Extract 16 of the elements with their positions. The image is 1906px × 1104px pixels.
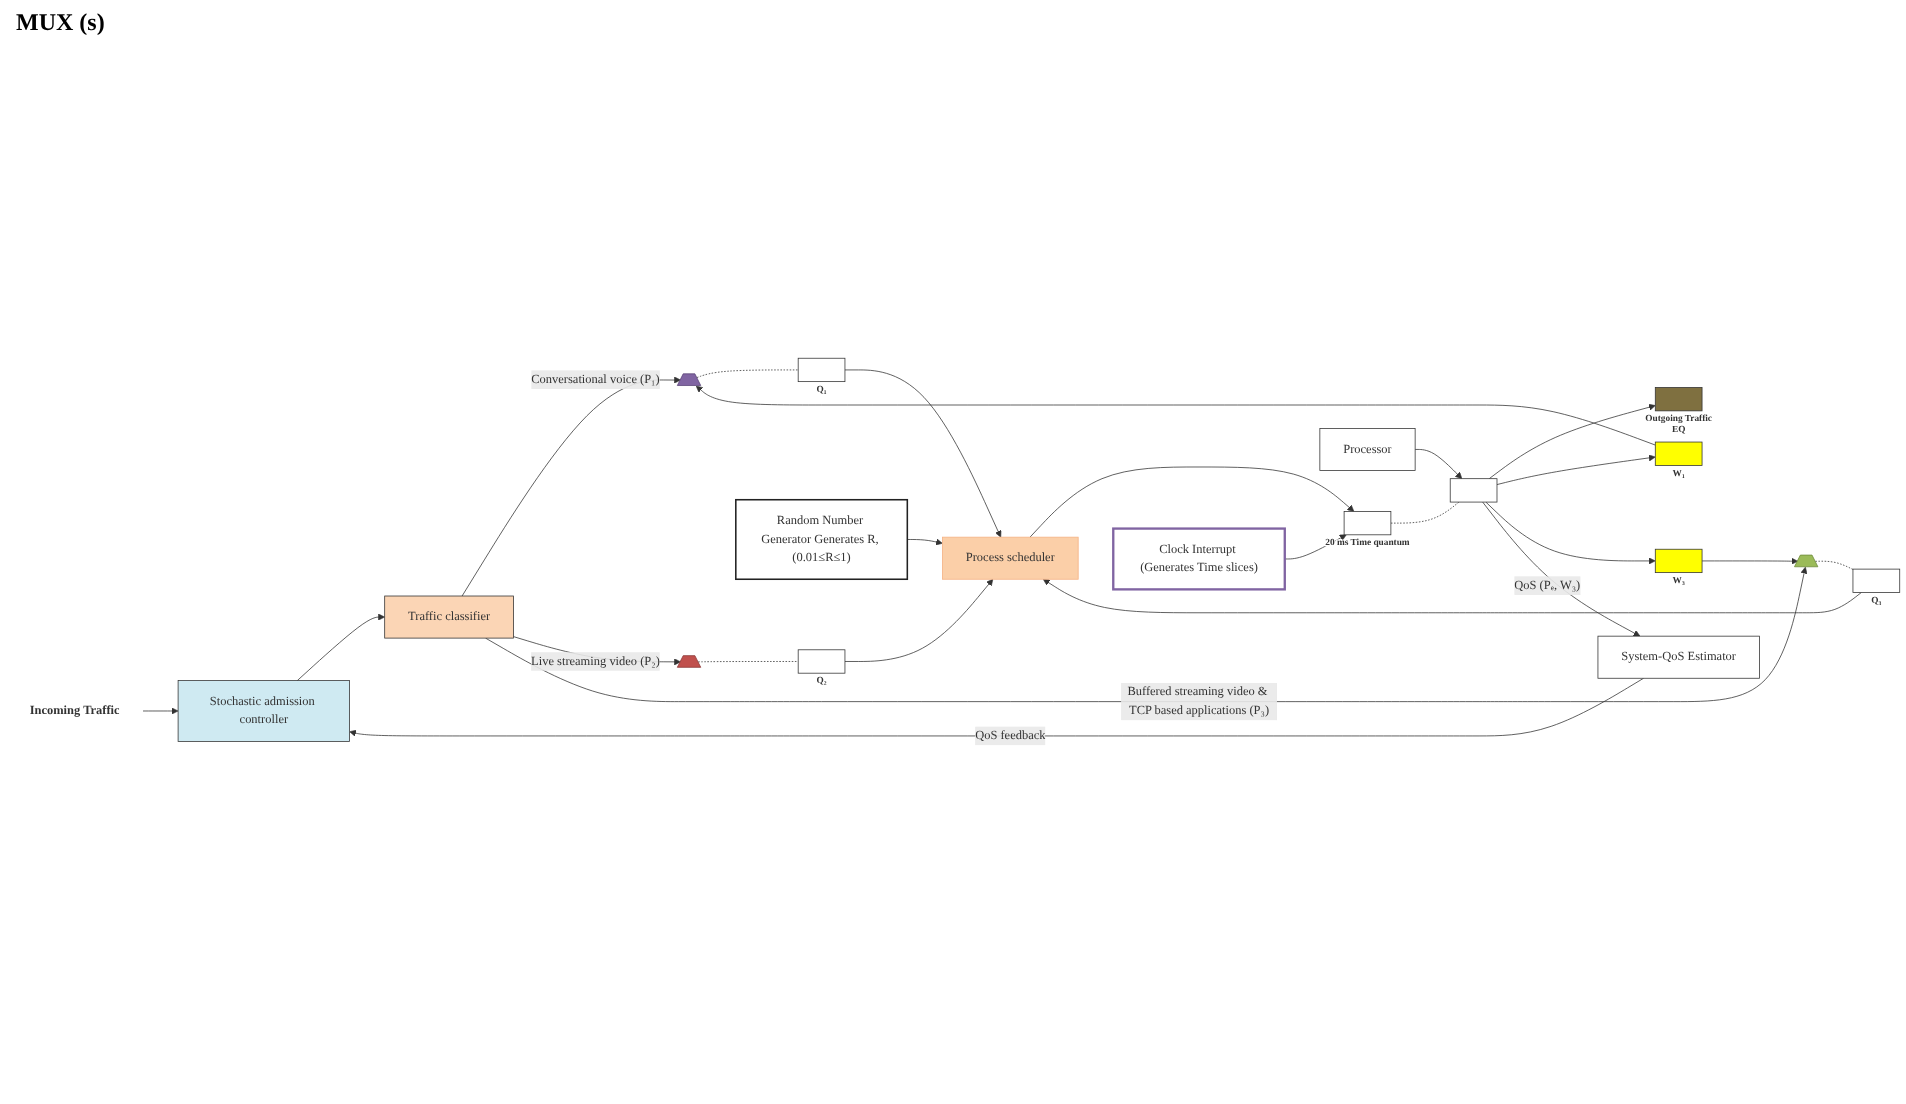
node-trapezoid xyxy=(676,655,702,668)
node-box xyxy=(1343,511,1392,536)
connector xyxy=(697,661,799,663)
node-trapezoid xyxy=(1794,554,1819,568)
connector xyxy=(696,369,799,379)
diagram-label: MUX (s) xyxy=(16,8,105,38)
node-box xyxy=(1852,568,1901,594)
connector xyxy=(1390,501,1460,524)
node-box xyxy=(797,649,846,674)
node-box xyxy=(1449,478,1498,503)
node-box xyxy=(1654,387,1703,412)
connector xyxy=(1814,561,1854,571)
node-box xyxy=(797,358,846,383)
node-box xyxy=(1654,549,1703,574)
node-box xyxy=(1654,441,1703,467)
node-trapezoid xyxy=(676,373,702,387)
